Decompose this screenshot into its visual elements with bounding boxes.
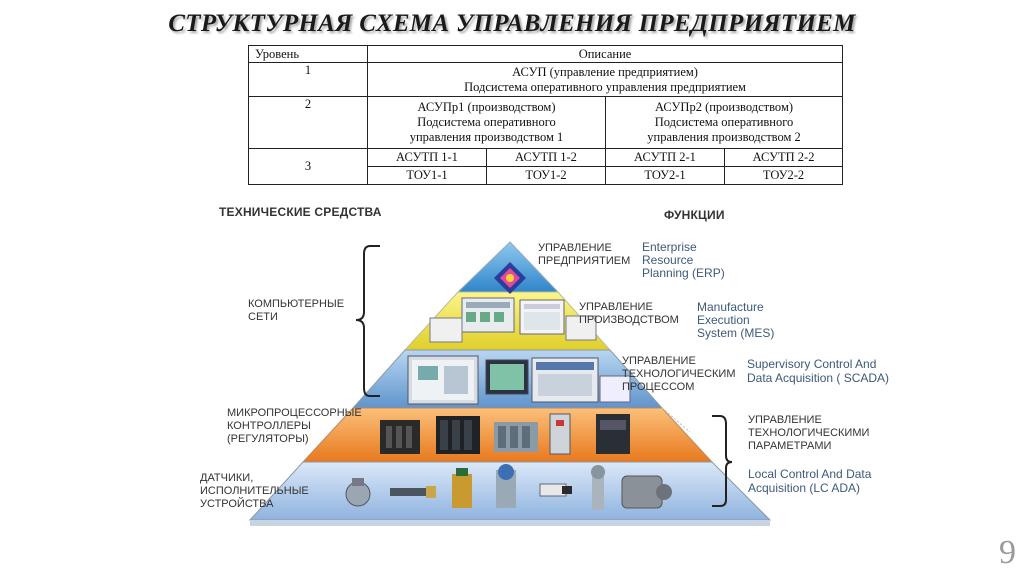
page-number: 9 [999,534,1016,571]
tou-cell: ТОУ2-1 [605,166,725,185]
asutp-cell: АСУТП 1-2 [486,148,606,167]
label-line: ПРЕДПРИЯТИЕМ [538,255,631,267]
row2-level: 2 [248,96,368,149]
row2-left-line2: Подсистема оперативного [417,115,556,129]
tou-cell: ТОУ1-1 [367,166,487,185]
label-line: Acquisition (LC ADA) [748,481,861,495]
label-line: Supervisory Control And [747,357,877,371]
header-functions: ФУНКЦИИ [664,208,725,222]
row2-right-line2: Подсистема оперативного [654,115,794,129]
label-line: ДАТЧИКИ, [200,472,254,484]
level-scada-ru: УПРАВЛЕНИЕ ТЕХНОЛОГИЧЕСКИМ ПРОЦЕССОМ [622,355,736,394]
bracket-field-level [712,415,733,507]
pyramid-base [250,520,770,526]
label-line: ТЕХНОЛОГИЧЕСКИМ [622,368,736,380]
level-mes-ru: УПРАВЛЕНИЕ ПРОИЗВОДСТВОМ [579,301,679,327]
label-line: УПРАВЛЕНИЕ [748,414,822,426]
row1-line1: АСУП (управление предприятием) [512,64,698,79]
header-technical-means: ТЕХНИЧЕСКИЕ СРЕДСТВА [219,205,382,219]
row1-line2: Подсистема оперативного управления предп… [464,79,746,94]
label-line: Data Acquisition ( SCADA) [747,371,890,385]
label-line: СЕТИ [248,311,278,323]
label-line: ПРОЦЕССОМ [622,381,695,393]
erp-logo [494,262,526,294]
row1-description: АСУП (управление предприятием) Подсистем… [366,62,844,97]
tou-cell: ТОУ1-2 [486,166,606,185]
label-line: Planning (ERP) [642,266,725,280]
level-scada-en: Supervisory Control And Data Acquisition… [747,357,889,385]
controller-devices [380,413,630,455]
row3-level: 3 [248,148,368,185]
bracket-networks [355,245,380,397]
label-line: System (MES) [697,326,775,340]
label-line: КОМПЬЮТЕРНЫЕ [248,298,345,310]
label-sensors: ДАТЧИКИ, ИСПОЛНИТЕЛЬНЫЕ УСТРОЙСТВА [200,472,309,511]
label-computer-networks: КОМПЬЮТЕРНЫЕ СЕТИ [248,298,344,324]
label-line: Resource [642,253,694,267]
asutp-cell: АСУТП 2-1 [605,148,725,167]
table-row-3b: ТОУ1-1 ТОУ1-2 ТОУ2-1 ТОУ2-2 [249,166,844,185]
label-line: Manufacture [697,300,764,314]
label-line: УПРАВЛЕНИЕ [538,242,612,254]
label-line: КОНТРОЛЛЕРЫ [227,420,311,432]
mes-screens [429,297,597,343]
asutp-cell: АСУТП 2-2 [723,148,844,167]
label-line: Enterprise [642,240,697,254]
label-line: МИКРОПРОЦЕССОРНЫЕ [227,407,362,419]
label-line: ПРОИЗВОДСТВОМ [579,314,679,326]
table-row-3a: 3 АСУТП 1-1 АСУТП 1-2 АСУТП 2-1 АСУТП 2-… [248,148,844,185]
level-erp-ru: УПРАВЛЕНИЕ ПРЕДПРИЯТИЕМ [538,242,630,268]
label-line: УПРАВЛЕНИЕ [579,301,653,313]
row2-left-line1: АСУПр1 (производством) [417,100,556,114]
level-erp-en: Enterprise Resource Planning (ERP) [642,241,725,280]
field-devices [345,464,672,510]
label-controllers: МИКРОПРОЦЕССОРНЫЕ КОНТРОЛЛЕРЫ (РЕГУЛЯТОР… [227,407,362,446]
table-row-2: 2 АСУПр1 (производством) Подсистема опер… [248,96,844,149]
row2-left-line3: управления производством 1 [409,130,564,144]
label-line: (РЕГУЛЯТОРЫ) [227,433,309,445]
scada-screens [407,355,631,405]
level-mes-en: Manufacture Execution System (MES) [697,301,774,340]
label-line: ТЕХНОЛОГИЧЕСКИМИ [748,427,870,439]
label-line: ИСПОЛНИТЕЛЬНЫЕ [200,485,309,497]
slide-title: СТРУКТУРНАЯ СХЕМА УПРАВЛЕНИЯ ПРЕДПРИЯТИЕ… [168,10,856,37]
level-lcada-ru: УПРАВЛЕНИЕ ТЕХНОЛОГИЧЕСКИМИ ПАРАМЕТРАМИ [748,414,869,453]
tou-cell: ТОУ2-2 [723,166,844,185]
label-line: УСТРОЙСТВА [200,498,274,510]
table-row-1: 1 АСУП (управление предприятием) Подсист… [248,62,844,97]
label-line: УПРАВЛЕНИЕ [622,355,696,367]
label-line: Local Control And Data [748,467,872,481]
label-line: Execution [697,313,750,327]
label-line: ПАРАМЕТРАМИ [748,440,832,452]
levels-table: Уровень Описание 1 АСУП (управление пред… [248,45,844,185]
row2-right: АСУПр2 (производством) Подсистема операт… [604,96,844,149]
row2-right-line3: управления производством 2 [647,130,801,144]
row2-right-line1: АСУПр2 (производством) [654,100,794,114]
level-lcada-en: Local Control And Data Acquisition (LC A… [748,467,871,495]
